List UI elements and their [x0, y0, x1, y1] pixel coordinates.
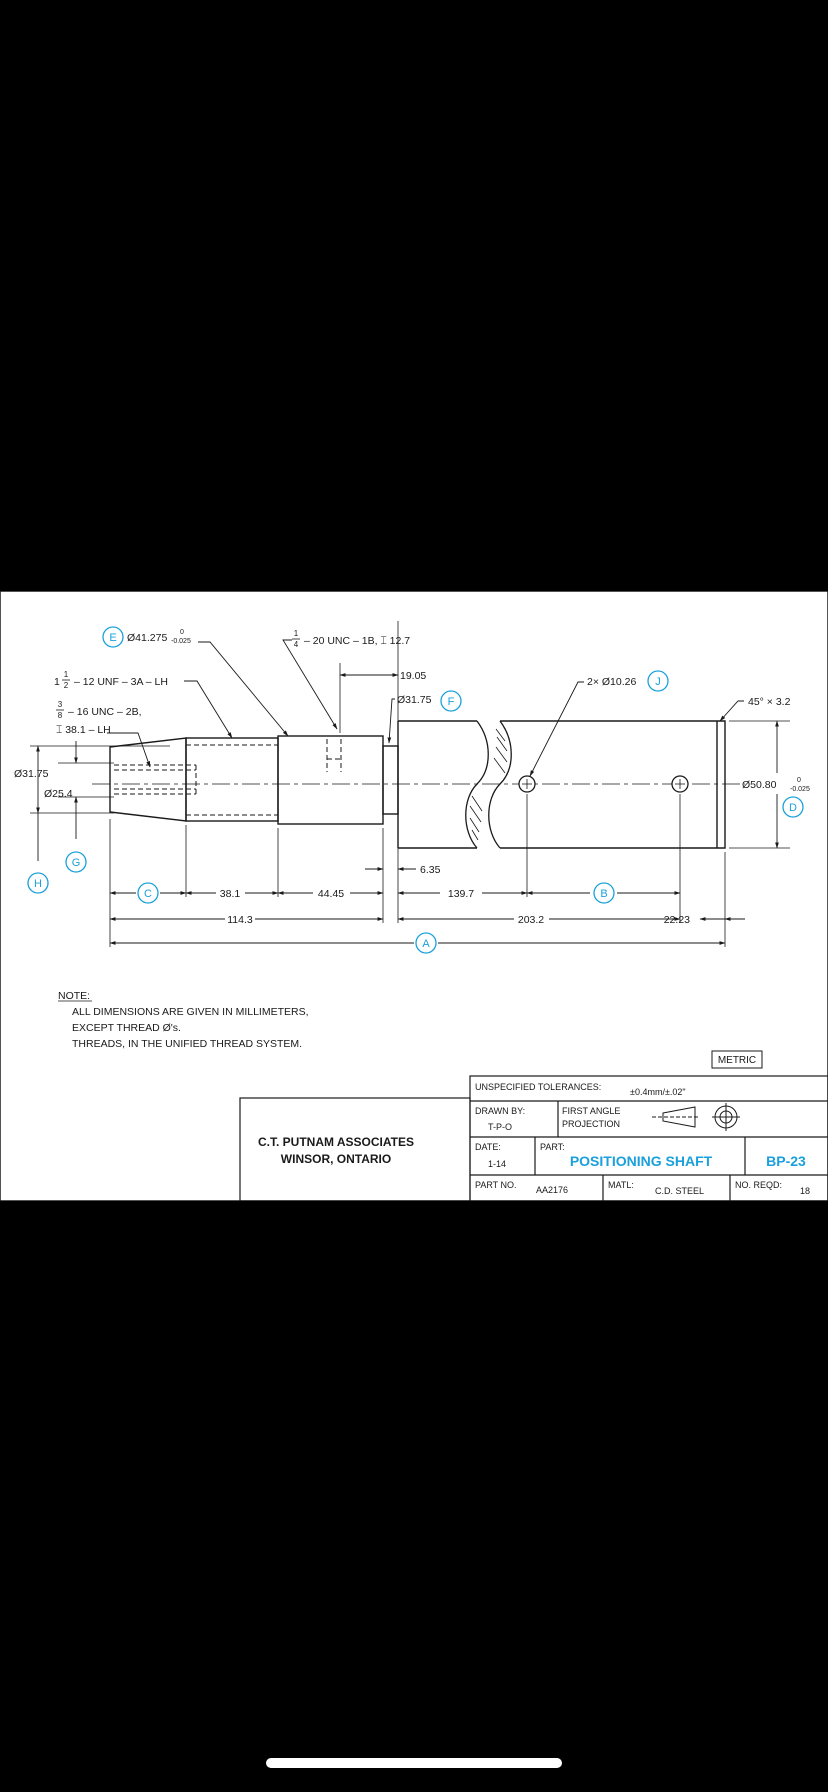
callout-e: E — [102, 626, 124, 648]
thread-top-frac-num: 1 — [294, 629, 299, 638]
dim-6-35: 6.35 — [420, 864, 441, 876]
engineering-drawing: E F J D G H C B — [0, 591, 828, 1201]
callout-b-label: B — [600, 888, 607, 900]
thread-inner-line2: ⌶ 38.1 – LH — [56, 724, 111, 736]
no-reqd-label: NO. REQD: — [735, 1180, 782, 1190]
note-line-2: EXCEPT THREAD Ø's. — [72, 1022, 181, 1034]
drawn-by-label: DRAWN BY: — [475, 1106, 525, 1116]
thread-left-frac-num: 1 — [64, 670, 69, 679]
shaft-outline — [109, 720, 726, 849]
callout-e-label: E — [109, 632, 116, 644]
note-line-3: THREADS, IN THE UNIFIED THREAD SYSTEM. — [72, 1038, 302, 1050]
thread-inner-frac-den: 8 — [58, 711, 63, 720]
dia-g-text: Ø25.4 — [44, 788, 73, 800]
projection-line-1: FIRST ANGLE — [562, 1106, 620, 1116]
callout-bubbles: E F J D G H C B — [27, 626, 804, 954]
callout-b: B — [593, 882, 615, 904]
company-name: C.T. PUTNAM ASSOCIATES — [258, 1135, 414, 1149]
dim-203-2: 203.2 — [518, 914, 544, 926]
thread-top-text: – 20 UNC – 1B, ⌶ 12.7 — [304, 635, 410, 647]
thread-inner-line1: – 16 UNC – 2B, — [68, 706, 142, 718]
dia-d-tol-lower: -0.025 — [790, 786, 810, 793]
callout-a-label: A — [422, 938, 430, 950]
tolerances-label: UNSPECIFIED TOLERANCES: — [475, 1082, 601, 1092]
annotation-text: Ø41.275 0 -0.025 1 4 – 20 UNC – 1B, ⌶ 12… — [14, 629, 810, 926]
company-location: WINSOR, ONTARIO — [281, 1152, 391, 1166]
thread-top-frac-den: 4 — [294, 640, 299, 649]
tolerances-value: ±0.4mm/±.02" — [630, 1087, 686, 1097]
dim-139-7: 139.7 — [448, 888, 474, 900]
date-value: 1-14 — [488, 1159, 506, 1169]
dimension-lines — [36, 673, 779, 945]
dia-e-tol-upper: 0 — [180, 629, 184, 636]
holes-text: 2× Ø10.26 — [587, 676, 636, 688]
dim-44-45: 44.45 — [318, 888, 344, 900]
dia-e-tol-lower: -0.025 — [171, 638, 191, 645]
callout-d-label: D — [789, 802, 797, 814]
title-block — [239, 1075, 828, 1201]
thread-inner-frac-num: 3 — [58, 700, 63, 709]
date-label: DATE: — [475, 1142, 501, 1152]
dia-d-tol-upper: 0 — [797, 777, 801, 784]
callout-c-label: C — [144, 888, 152, 900]
dim-114-3: 114.3 — [227, 914, 253, 926]
main-body-right — [500, 720, 726, 849]
dim-38-1: 38.1 — [220, 888, 241, 900]
callout-d: D — [782, 796, 804, 818]
drawing-number: BP-23 — [766, 1153, 806, 1169]
callout-j: J — [647, 670, 669, 692]
part-no-label: PART NO. — [475, 1180, 517, 1190]
callout-f: F — [440, 690, 462, 712]
metric-label: METRIC — [718, 1055, 756, 1066]
dia-d-text: Ø50.80 — [742, 779, 777, 791]
callout-g: G — [65, 851, 87, 873]
part-value: POSITIONING SHAFT — [570, 1153, 713, 1169]
callout-g-label: G — [72, 857, 81, 869]
drawn-by-value: T-P-O — [488, 1122, 512, 1132]
projection-symbol-icon — [652, 1103, 740, 1131]
projection-line-2: PROJECTION — [562, 1119, 620, 1129]
thread-left-whole: 1 — [54, 676, 60, 688]
notes-block: NOTE: ALL DIMENSIONS ARE GIVEN IN MILLIM… — [58, 990, 309, 1050]
dim-19-05: 19.05 — [400, 670, 426, 682]
dia-e-text: Ø41.275 — [127, 632, 167, 644]
thread-left-frac-den: 2 — [64, 681, 69, 690]
callout-a: A — [415, 932, 437, 954]
dia-f-text: Ø31.75 — [397, 694, 432, 706]
callout-j-label: J — [655, 676, 661, 688]
title-block-text: C.T. PUTNAM ASSOCIATES WINSOR, ONTARIO U… — [258, 1082, 810, 1196]
break-hatch — [469, 728, 508, 841]
part-label: PART: — [540, 1142, 565, 1152]
no-reqd-value: 18 — [800, 1186, 810, 1196]
callout-f-label: F — [448, 696, 455, 708]
home-indicator — [266, 1758, 562, 1768]
callout-h: H — [27, 872, 49, 894]
matl-label: MATL: — [608, 1180, 634, 1190]
part-no-value: AA2176 — [536, 1185, 568, 1195]
extension-lines — [30, 621, 790, 947]
callout-c: C — [137, 882, 159, 904]
note-heading: NOTE: — [58, 990, 90, 1002]
thread-left-text: – 12 UNF – 3A – LH — [74, 676, 168, 688]
callout-h-label: H — [34, 878, 42, 890]
dia-h-text: Ø31.75 — [14, 768, 49, 780]
metric-box — [711, 1050, 763, 1069]
dim-22-23: 22.23 — [664, 914, 690, 926]
matl-value: C.D. STEEL — [655, 1186, 704, 1196]
leaders — [107, 639, 744, 777]
hidden-lines — [114, 739, 342, 816]
note-line-1: ALL DIMENSIONS ARE GIVEN IN MILLIMETERS, — [72, 1006, 309, 1018]
chamfer-text: 45° × 3.2 — [748, 696, 791, 708]
